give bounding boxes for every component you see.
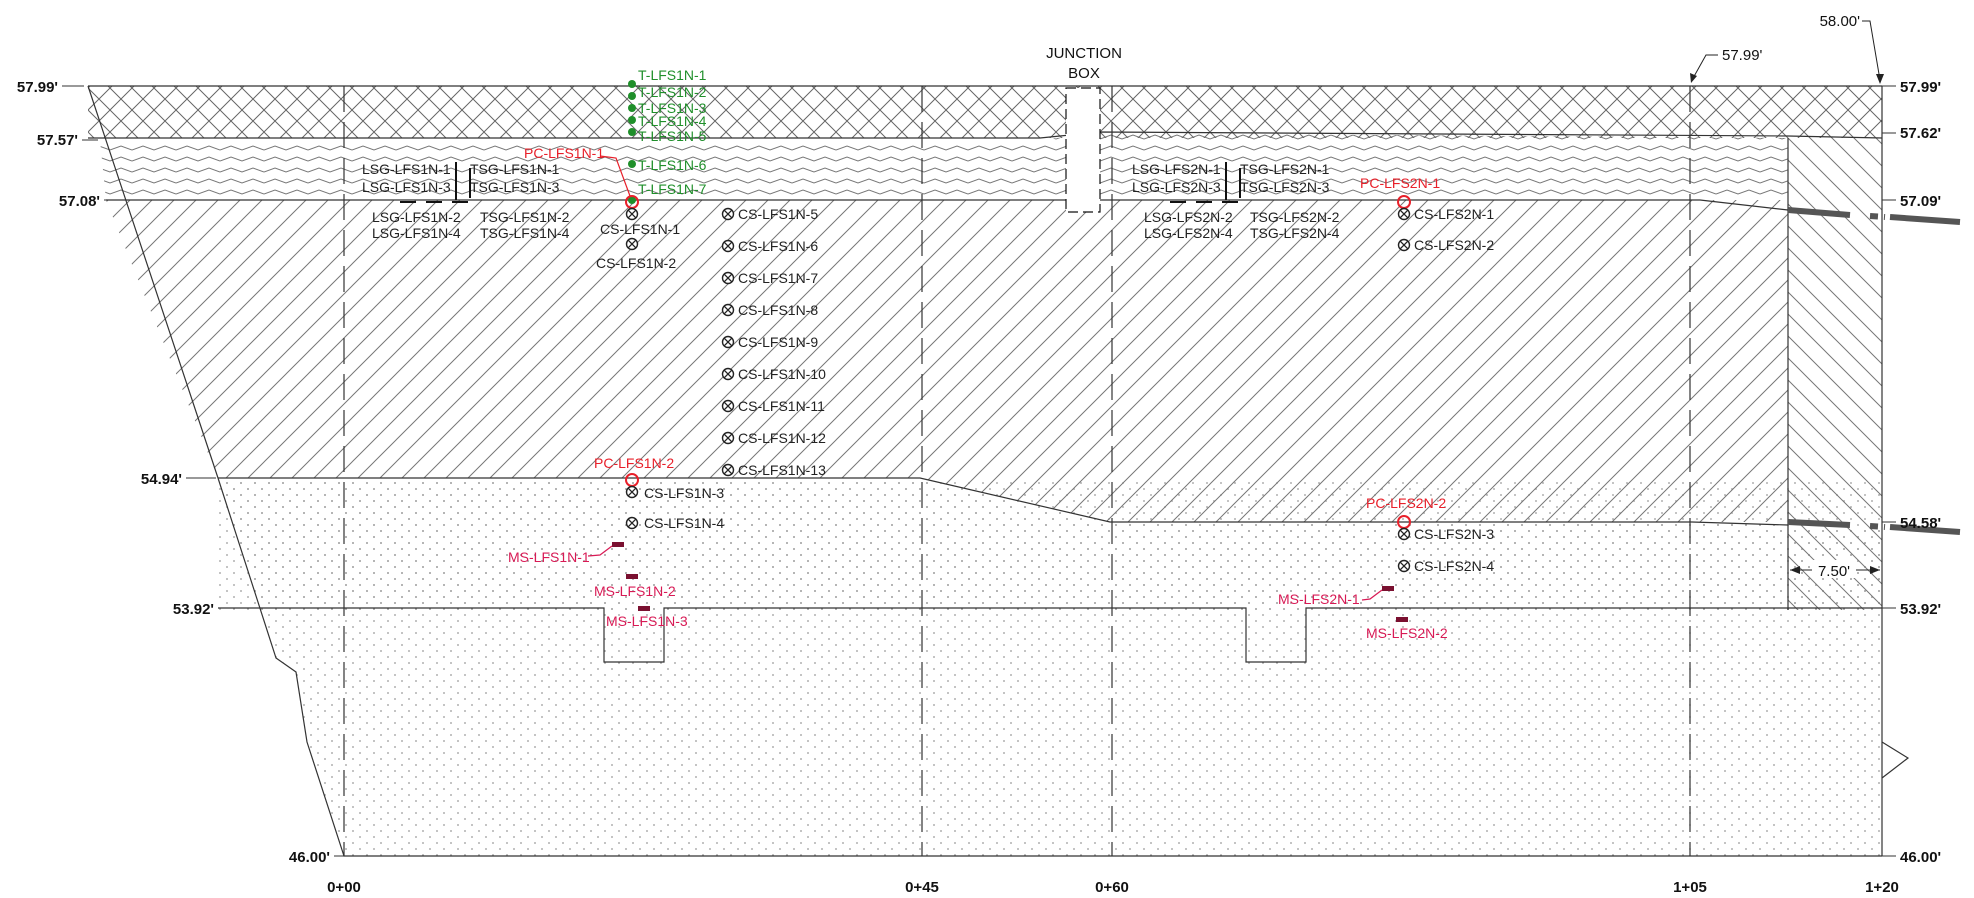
- temp-label-2: T-LFS1N-3: [638, 100, 707, 116]
- cs3-label-2: CS-LFS2N-3: [1414, 526, 1494, 542]
- soil-layers: [88, 86, 1882, 856]
- cs1-label-3: CS-LFS1N-4: [644, 515, 724, 531]
- station-3: 1+05: [1673, 879, 1707, 896]
- surface-course-layer: [88, 86, 1882, 138]
- temperature-sensors: T-LFS1N-1 T-LFS1N-2 T-LFS1N-3 T-LFS1N-4 …: [628, 67, 707, 204]
- temp-label-5: T-LFS1N-6: [638, 157, 707, 173]
- temp-label-3: T-LFS1N-4: [638, 113, 707, 129]
- elev-left-1: 57.57': [37, 132, 78, 149]
- sg2-label-7: TSG-LFS2N-4: [1250, 225, 1340, 241]
- moisture-sensors: MS-LFS1N-1 MS-LFS1N-2 MS-LFS1N-3 MS-LFS2…: [508, 542, 1448, 641]
- pc-label-1: PC-LFS1N-2: [594, 455, 674, 471]
- callout-58-00: 58.00': [1820, 13, 1861, 30]
- sg1-label-4: TSG-LFS1N-1: [470, 161, 560, 177]
- elev-right-2: 57.09': [1900, 193, 1941, 210]
- cs-sensors-column-2: CS-LFS1N-5 CS-LFS1N-6 CS-LFS1N-7 CS-LFS1…: [721, 206, 826, 478]
- cs2-label-4: CS-LFS1N-9: [738, 334, 818, 350]
- elevations-right: 57.99' 57.62' 57.09' 54.58' 53.92' 46.00…: [1882, 79, 1941, 866]
- cs3-label-0: CS-LFS2N-1: [1414, 206, 1494, 222]
- cs2-label-7: CS-LFS1N-12: [738, 430, 826, 446]
- sg2-label-2: LSG-LFS2N-2: [1144, 209, 1233, 225]
- strain-gauges-group-1: LSG-LFS1N-1 LSG-LFS1N-3 LSG-LFS1N-2 LSG-…: [362, 161, 570, 241]
- station-lines: [343, 86, 1691, 856]
- elev-left-5: 46.00': [289, 849, 330, 866]
- sg1-label-7: TSG-LFS1N-4: [480, 225, 570, 241]
- sg1-label-6: TSG-LFS1N-2: [480, 209, 570, 225]
- ms-label-1: MS-LFS1N-2: [594, 583, 676, 599]
- elev-left-0: 57.99': [17, 79, 58, 96]
- cs2-label-1: CS-LFS1N-6: [738, 238, 818, 254]
- temp-label-0: T-LFS1N-1: [638, 67, 707, 83]
- pc-label-3: PC-LFS2N-2: [1366, 495, 1446, 511]
- cs-sensors-column-1: CS-LFS1N-1 CS-LFS1N-2 CS-LFS1N-3 CS-LFS1…: [596, 207, 724, 531]
- cs2-label-8: CS-LFS1N-13: [738, 462, 826, 478]
- junction-box: JUNCTION BOX: [1046, 45, 1122, 213]
- station-1: 0+45: [905, 879, 939, 896]
- pc-label-0: PC-LFS1N-1: [524, 145, 604, 161]
- sg1-label-1: LSG-LFS1N-3: [362, 179, 451, 195]
- sg1-label-2: LSG-LFS1N-2: [372, 209, 461, 225]
- cs2-label-2: CS-LFS1N-7: [738, 270, 818, 286]
- cs2-label-3: CS-LFS1N-8: [738, 302, 818, 318]
- junction-box-label-1: JUNCTION: [1046, 45, 1122, 62]
- elev-right-0: 57.99': [1900, 79, 1941, 96]
- junction-box-label-2: BOX: [1068, 65, 1100, 82]
- elev-right-3: 54.58': [1900, 515, 1941, 532]
- station-4: 1+20: [1865, 879, 1899, 896]
- sg2-label-4: TSG-LFS2N-1: [1240, 161, 1330, 177]
- elev-right-1: 57.62': [1900, 125, 1941, 142]
- sg2-label-3: LSG-LFS2N-4: [1144, 225, 1233, 241]
- cs2-label-5: CS-LFS1N-10: [738, 366, 826, 382]
- cs2-label-6: CS-LFS1N-11: [738, 398, 825, 414]
- cs3-label-1: CS-LFS2N-2: [1414, 237, 1494, 253]
- pressure-cells: PC-LFS1N-1 PC-LFS1N-2 PC-LFS2N-1 PC-LFS2…: [524, 145, 1446, 529]
- cs2-label-0: CS-LFS1N-5: [738, 206, 818, 222]
- ms-label-0: MS-LFS1N-1: [508, 549, 590, 565]
- edge-lines: [1787, 207, 1961, 535]
- sg2-label-1: LSG-LFS2N-3: [1132, 179, 1221, 195]
- temp-label-6: T-LFS1N-7: [638, 181, 707, 197]
- sg2-label-0: LSG-LFS2N-1: [1132, 161, 1221, 177]
- ms-label-3: MS-LFS2N-1: [1278, 591, 1360, 607]
- sg2-label-5: TSG-LFS2N-3: [1240, 179, 1330, 195]
- temp-label-4: T-LFS1N-5: [638, 128, 707, 144]
- elev-right-4: 53.92': [1900, 601, 1941, 618]
- elevations-left: 57.99' 57.57' 57.08' 54.94' 53.92' 46.00…: [17, 79, 344, 866]
- temp-label-1: T-LFS1N-2: [638, 84, 707, 100]
- elev-left-3: 54.94': [141, 471, 182, 488]
- station-2: 0+60: [1095, 879, 1129, 896]
- top-callouts: 58.00' 57.99' 7.50': [1690, 13, 1884, 580]
- ms-label-2: MS-LFS1N-3: [606, 613, 688, 629]
- station-0: 0+00: [327, 879, 361, 896]
- shoulder-base-layer: [1788, 138, 1882, 610]
- base-layer: [106, 200, 1788, 522]
- elev-right-5: 46.00': [1900, 849, 1941, 866]
- sg1-label-5: TSG-LFS1N-3: [470, 179, 560, 195]
- elev-left-4: 53.92': [173, 601, 214, 618]
- ms-label-4: MS-LFS2N-2: [1366, 625, 1448, 641]
- station-labels: 0+00 0+45 0+60 1+05 1+20: [327, 879, 1899, 896]
- dim-7-50: 7.50': [1818, 563, 1850, 580]
- callout-57-99: 57.99': [1722, 47, 1763, 64]
- asphalt-binder-layer: [100, 133, 1788, 200]
- sg1-label-0: LSG-LFS1N-1: [362, 161, 451, 177]
- sg1-label-3: LSG-LFS1N-4: [372, 225, 461, 241]
- elev-left-2: 57.08': [59, 193, 100, 210]
- cs1-label-0: CS-LFS1N-1: [600, 221, 680, 237]
- cs1-label-2: CS-LFS1N-3: [644, 485, 724, 501]
- pc-label-2: PC-LFS2N-1: [1360, 175, 1440, 191]
- sg2-label-6: TSG-LFS2N-2: [1250, 209, 1340, 225]
- strain-gauges-group-2: LSG-LFS2N-1 LSG-LFS2N-3 LSG-LFS2N-2 LSG-…: [1132, 161, 1340, 241]
- cs1-label-1: CS-LFS1N-2: [596, 255, 676, 271]
- cs-sensors-column-3: CS-LFS2N-1 CS-LFS2N-2 CS-LFS2N-3 CS-LFS2…: [1397, 206, 1494, 574]
- cs3-label-3: CS-LFS2N-4: [1414, 558, 1494, 574]
